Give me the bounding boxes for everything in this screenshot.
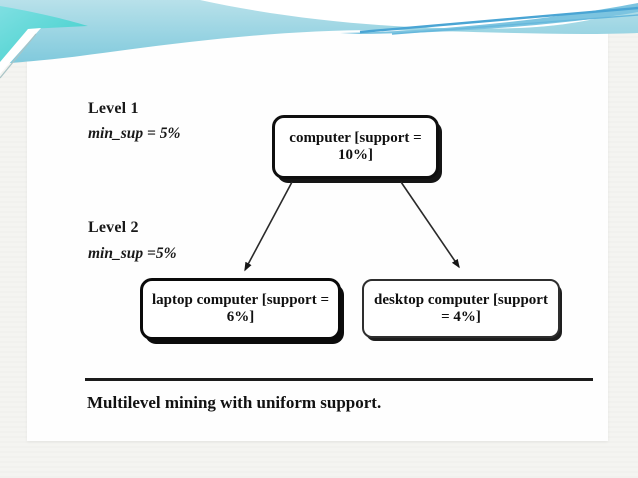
level2-minsup-label: min_sup =5%	[88, 245, 177, 262]
arrow-computer-to-desktop	[400, 181, 460, 269]
diagram-node-desktop-computer-text: desktop computer [support = 4%]	[374, 291, 548, 325]
diagram-node-computer-text: computer [support = 10%]	[289, 130, 422, 163]
content-card: Level 1 min_sup = 5% Level 2 min_sup =5%…	[27, 28, 608, 441]
diagram-node-desktop-computer: desktop computer [support = 4%]	[362, 279, 560, 338]
diagram-node-laptop-computer: laptop computer [support = 6%]	[140, 278, 341, 340]
level1-label: Level 1	[88, 100, 139, 117]
banner-white-swoosh	[200, 0, 638, 29]
divider-rule	[85, 378, 593, 381]
diagram-node-laptop-computer-text: laptop computer [support = 6%]	[151, 292, 330, 325]
level2-label: Level 2	[88, 219, 139, 236]
arrow-computer-to-laptop	[244, 181, 293, 272]
diagram-node-computer: computer [support = 10%]	[272, 115, 439, 179]
figure-caption: Multilevel mining with uniform support.	[87, 393, 382, 412]
level1-minsup-label: min_sup = 5%	[88, 125, 181, 142]
